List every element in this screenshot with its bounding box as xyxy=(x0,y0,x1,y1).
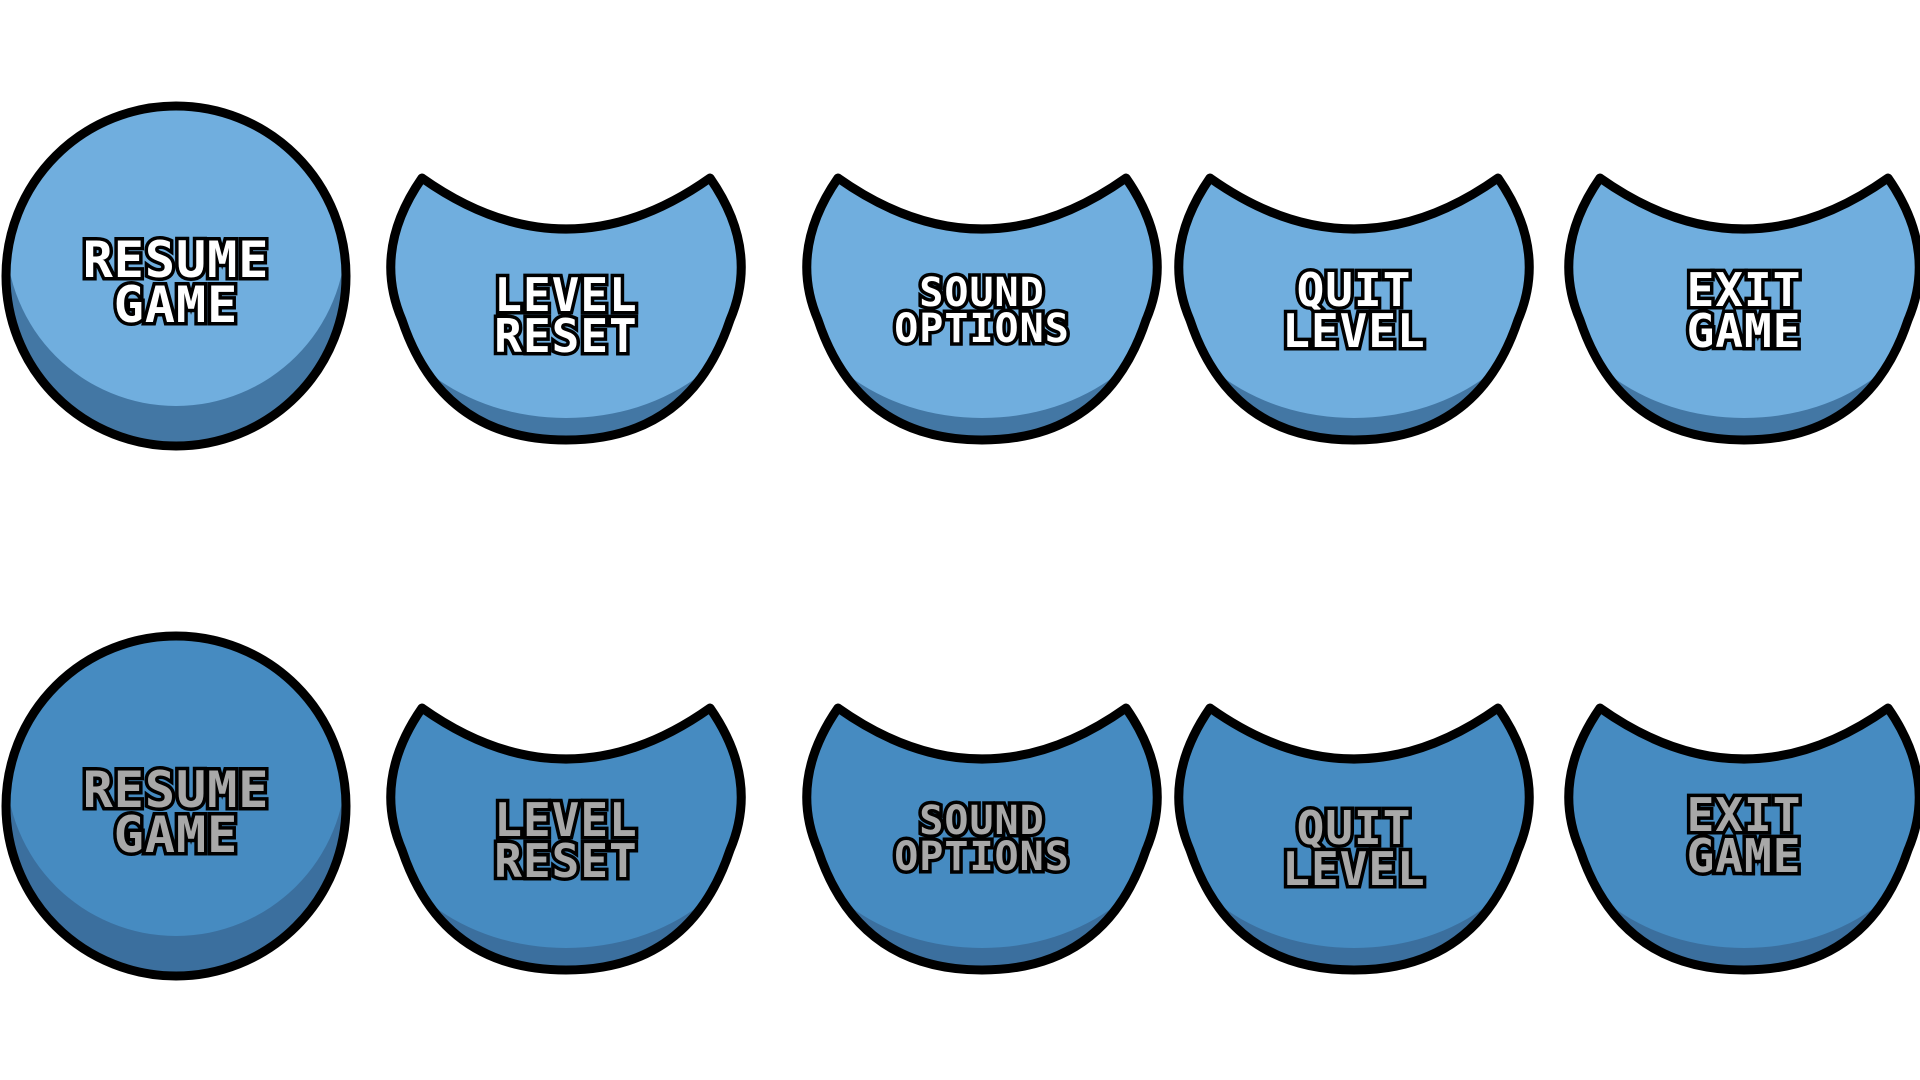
quit-level-button[interactable]: QUIT LEVEL xyxy=(1174,170,1534,450)
button-label: SOUND OPTIONS xyxy=(891,270,1073,353)
button-label: RESUME GAME xyxy=(79,231,272,334)
crescent-button-shape xyxy=(1564,173,1920,445)
circle-button-shape xyxy=(1,631,351,981)
exit-game-button[interactable]: EXIT GAME xyxy=(1564,170,1920,450)
quit-level-button-pressed[interactable]: QUIT LEVEL xyxy=(1174,700,1534,980)
crescent-button-shape xyxy=(802,173,1162,445)
level-reset-button[interactable]: LEVEL RESET xyxy=(386,170,746,450)
crescent-button-shape xyxy=(1174,703,1534,975)
sound-options-button[interactable]: SOUND OPTIONS xyxy=(802,170,1162,450)
crescent-button-shape xyxy=(802,703,1162,975)
button-label: LEVEL RESET xyxy=(491,793,640,889)
sound-options-button-pressed[interactable]: SOUND OPTIONS xyxy=(802,700,1162,980)
exit-game-button-pressed[interactable]: EXIT GAME xyxy=(1564,700,1920,980)
button-label: EXIT GAME xyxy=(1683,263,1804,359)
level-reset-button-pressed[interactable]: LEVEL RESET xyxy=(386,700,746,980)
button-label: SOUND OPTIONS xyxy=(891,798,1073,881)
resume-game-button[interactable]: RESUME GAME xyxy=(0,100,352,452)
button-label: LEVEL RESET xyxy=(491,268,640,364)
crescent-button-shape xyxy=(1174,173,1534,445)
button-label: RESUME GAME xyxy=(79,761,272,864)
crescent-button-shape xyxy=(1564,703,1920,975)
button-label: QUIT LEVEL xyxy=(1279,801,1428,897)
button-label: EXIT GAME xyxy=(1683,788,1804,884)
crescent-button-shape xyxy=(386,173,746,445)
button-label: QUIT LEVEL xyxy=(1279,263,1428,359)
resume-game-button-pressed[interactable]: RESUME GAME xyxy=(0,630,352,982)
circle-button-shape xyxy=(1,101,351,451)
crescent-button-shape xyxy=(386,703,746,975)
